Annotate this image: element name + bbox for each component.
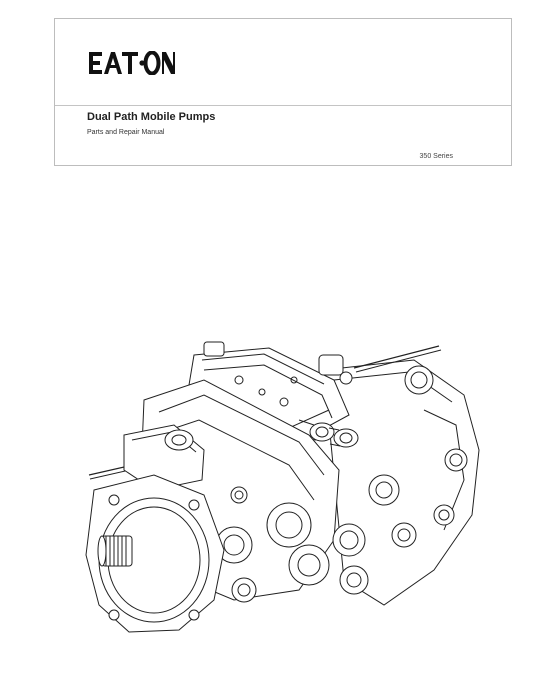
hydraulic-pump-drawing-icon	[84, 340, 494, 670]
eaton-logo	[89, 51, 175, 75]
header-divider	[55, 105, 511, 106]
document-title: Dual Path Mobile Pumps	[87, 111, 216, 123]
cover-header: Dual Path Mobile Pumps Parts and Repair …	[54, 18, 512, 166]
document-subtitle: Parts and Repair Manual	[87, 129, 165, 136]
series-label: 350 Series	[419, 153, 453, 160]
